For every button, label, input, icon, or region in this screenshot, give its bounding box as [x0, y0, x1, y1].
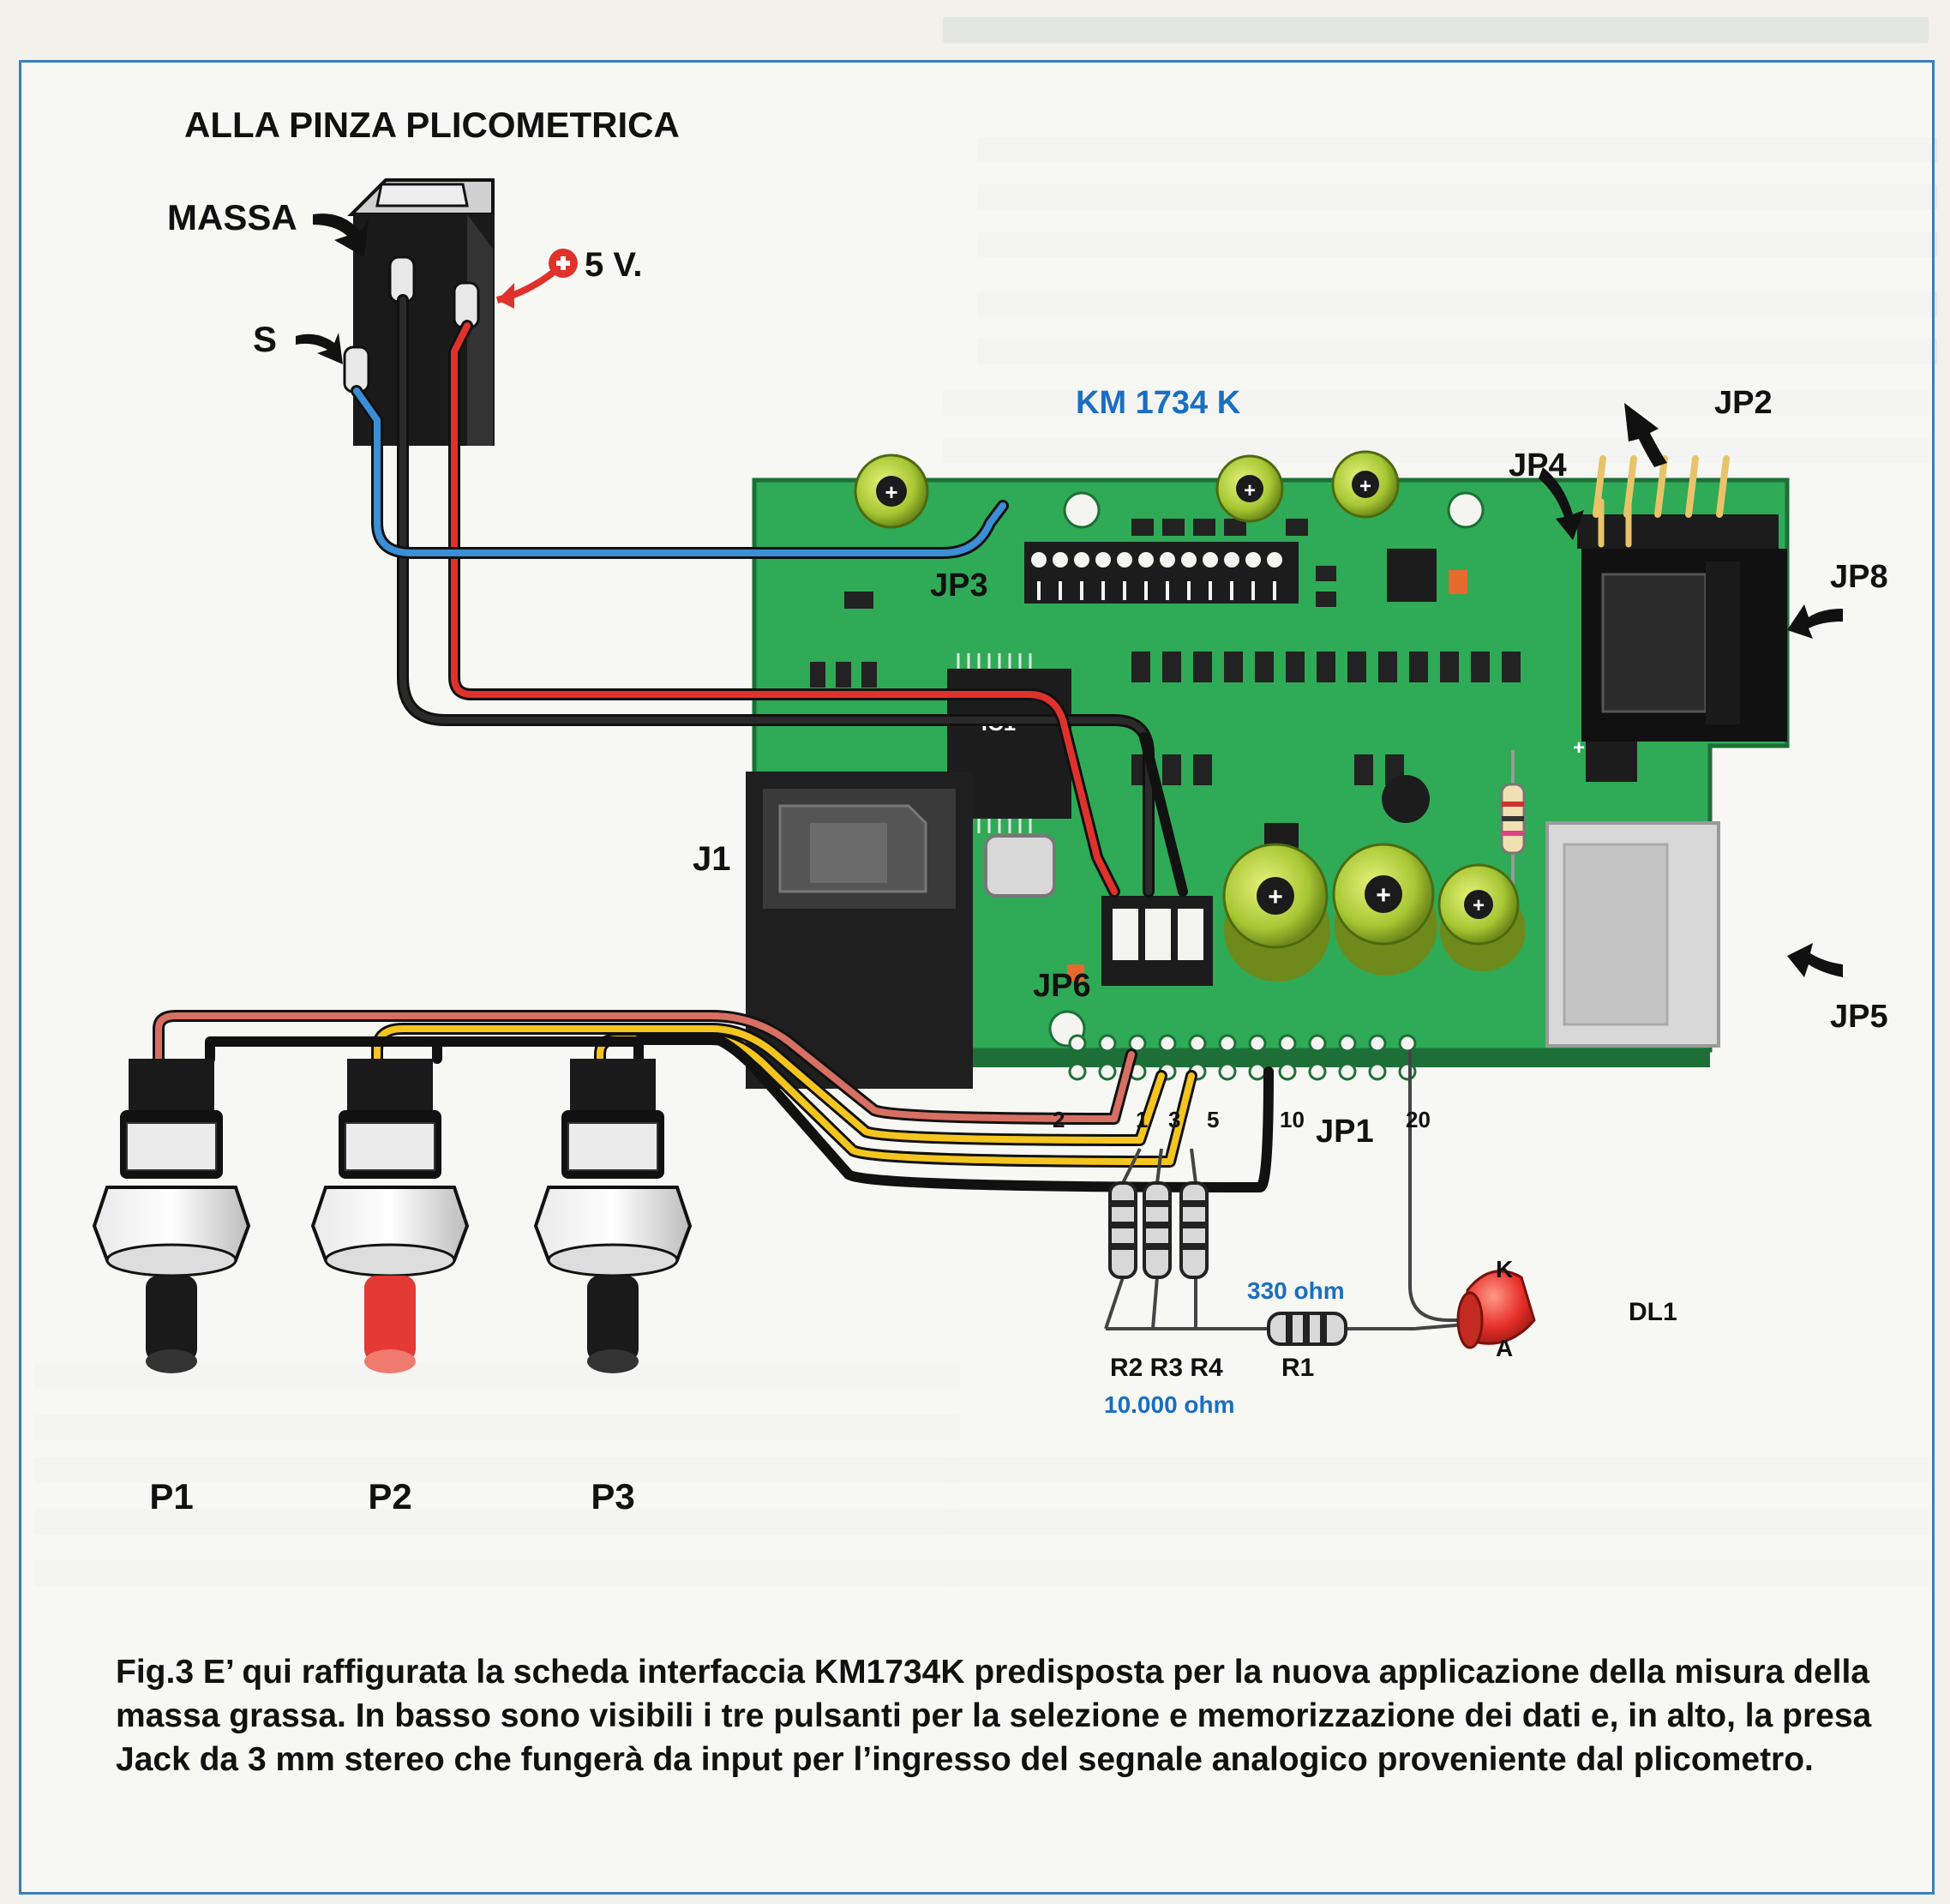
wire-harness-buttons — [153, 1010, 1274, 1192]
resistors-r2-r3-r4 — [1108, 1181, 1209, 1279]
jp6-label: JP6 — [1033, 968, 1091, 1004]
jp1-label: JP1 — [1316, 1114, 1374, 1150]
jp6-header — [1101, 896, 1213, 986]
resistor-r1 — [1267, 1312, 1347, 1346]
board-resistor — [1500, 750, 1526, 887]
led-dl1 — [1456, 1270, 1536, 1349]
jp1-pin-1: 1 — [1136, 1107, 1148, 1132]
jp1-pin-20: 20 — [1406, 1107, 1431, 1132]
wire-blue-s — [351, 385, 1009, 559]
crystal — [984, 834, 1056, 898]
pcb-board — [752, 478, 1790, 1067]
capacitor-c4: + — [1222, 843, 1330, 982]
a-label: A — [1496, 1335, 1513, 1361]
jp8-connector — [1581, 549, 1787, 742]
ohm10000-label: 10.000 ohm — [1104, 1391, 1235, 1418]
svg-text:+: + — [1244, 479, 1256, 502]
jp1-pin-5: 5 — [1207, 1107, 1219, 1132]
push-button-p3 — [533, 1059, 693, 1373]
jp3-header — [1024, 542, 1299, 604]
jp1-pin-2: 2 — [1053, 1107, 1065, 1132]
jp1-pin-3: 3 — [1168, 1107, 1180, 1132]
r1-label: R1 — [1281, 1354, 1314, 1382]
svg-text:+: + — [885, 479, 897, 505]
jp1-pin-10: 10 — [1280, 1107, 1305, 1132]
ohm330-label: 330 ohm — [1247, 1277, 1345, 1304]
dl1-label: DL1 — [1629, 1298, 1677, 1326]
p2-label: P2 — [368, 1476, 411, 1517]
jp4-label: JP4 — [1509, 447, 1567, 484]
capacitor-c6: + — [1437, 863, 1526, 971]
j1-label: J1 — [693, 840, 731, 878]
resistor-leads — [1104, 1050, 1500, 1330]
plus-5v-icon — [496, 249, 578, 309]
board-label: KM 1734 K — [1076, 385, 1241, 421]
massa-label: MASSA — [167, 197, 297, 237]
jp5-label: JP5 — [1830, 999, 1888, 1035]
jp8-label: JP8 — [1830, 559, 1888, 595]
stereo-jack — [343, 178, 495, 446]
jp3-label: JP3 — [930, 568, 988, 604]
jp2-label: JP2 — [1714, 385, 1773, 421]
five-v-label: 5 V. — [585, 246, 642, 284]
svg-text:+: + — [1573, 736, 1585, 760]
capacitor-c3: + — [1331, 450, 1400, 519]
p3-label: P3 — [591, 1476, 634, 1517]
r2r3r4-label: R2 R3 R4 — [1110, 1354, 1223, 1382]
svg-text:+: + — [1359, 475, 1371, 498]
wire-red-5v — [448, 320, 1120, 898]
svg-text:+: + — [1376, 881, 1391, 910]
s-label: S — [253, 319, 277, 359]
capacitor-c1: + — [854, 453, 929, 529]
pointer-arrows — [296, 213, 1843, 977]
svg-text:+: + — [1268, 883, 1283, 911]
svg-text:+: + — [1473, 894, 1485, 917]
jp5-connector — [1545, 821, 1720, 1048]
push-button-p1 — [92, 1059, 251, 1373]
smd-row-top — [1131, 519, 1308, 536]
capacitor-c5: + — [1332, 843, 1437, 976]
j1-connector — [746, 772, 973, 1089]
jp1-header — [1068, 1034, 1417, 1081]
push-button-p2 — [310, 1059, 470, 1373]
p1-label: P1 — [149, 1476, 193, 1517]
header-label: ALLA PINZA PLICOMETRICA — [184, 105, 680, 145]
smd-row-middle — [810, 592, 1521, 982]
k-label: K — [1496, 1256, 1513, 1282]
small-ic — [1316, 549, 1467, 607]
wire-black-jp6 — [1139, 732, 1188, 897]
capacitor-c2: + — [1215, 454, 1284, 523]
figure-caption: Fig.3 E’ qui raffigurata la scheda inter… — [116, 1654, 1872, 1778]
